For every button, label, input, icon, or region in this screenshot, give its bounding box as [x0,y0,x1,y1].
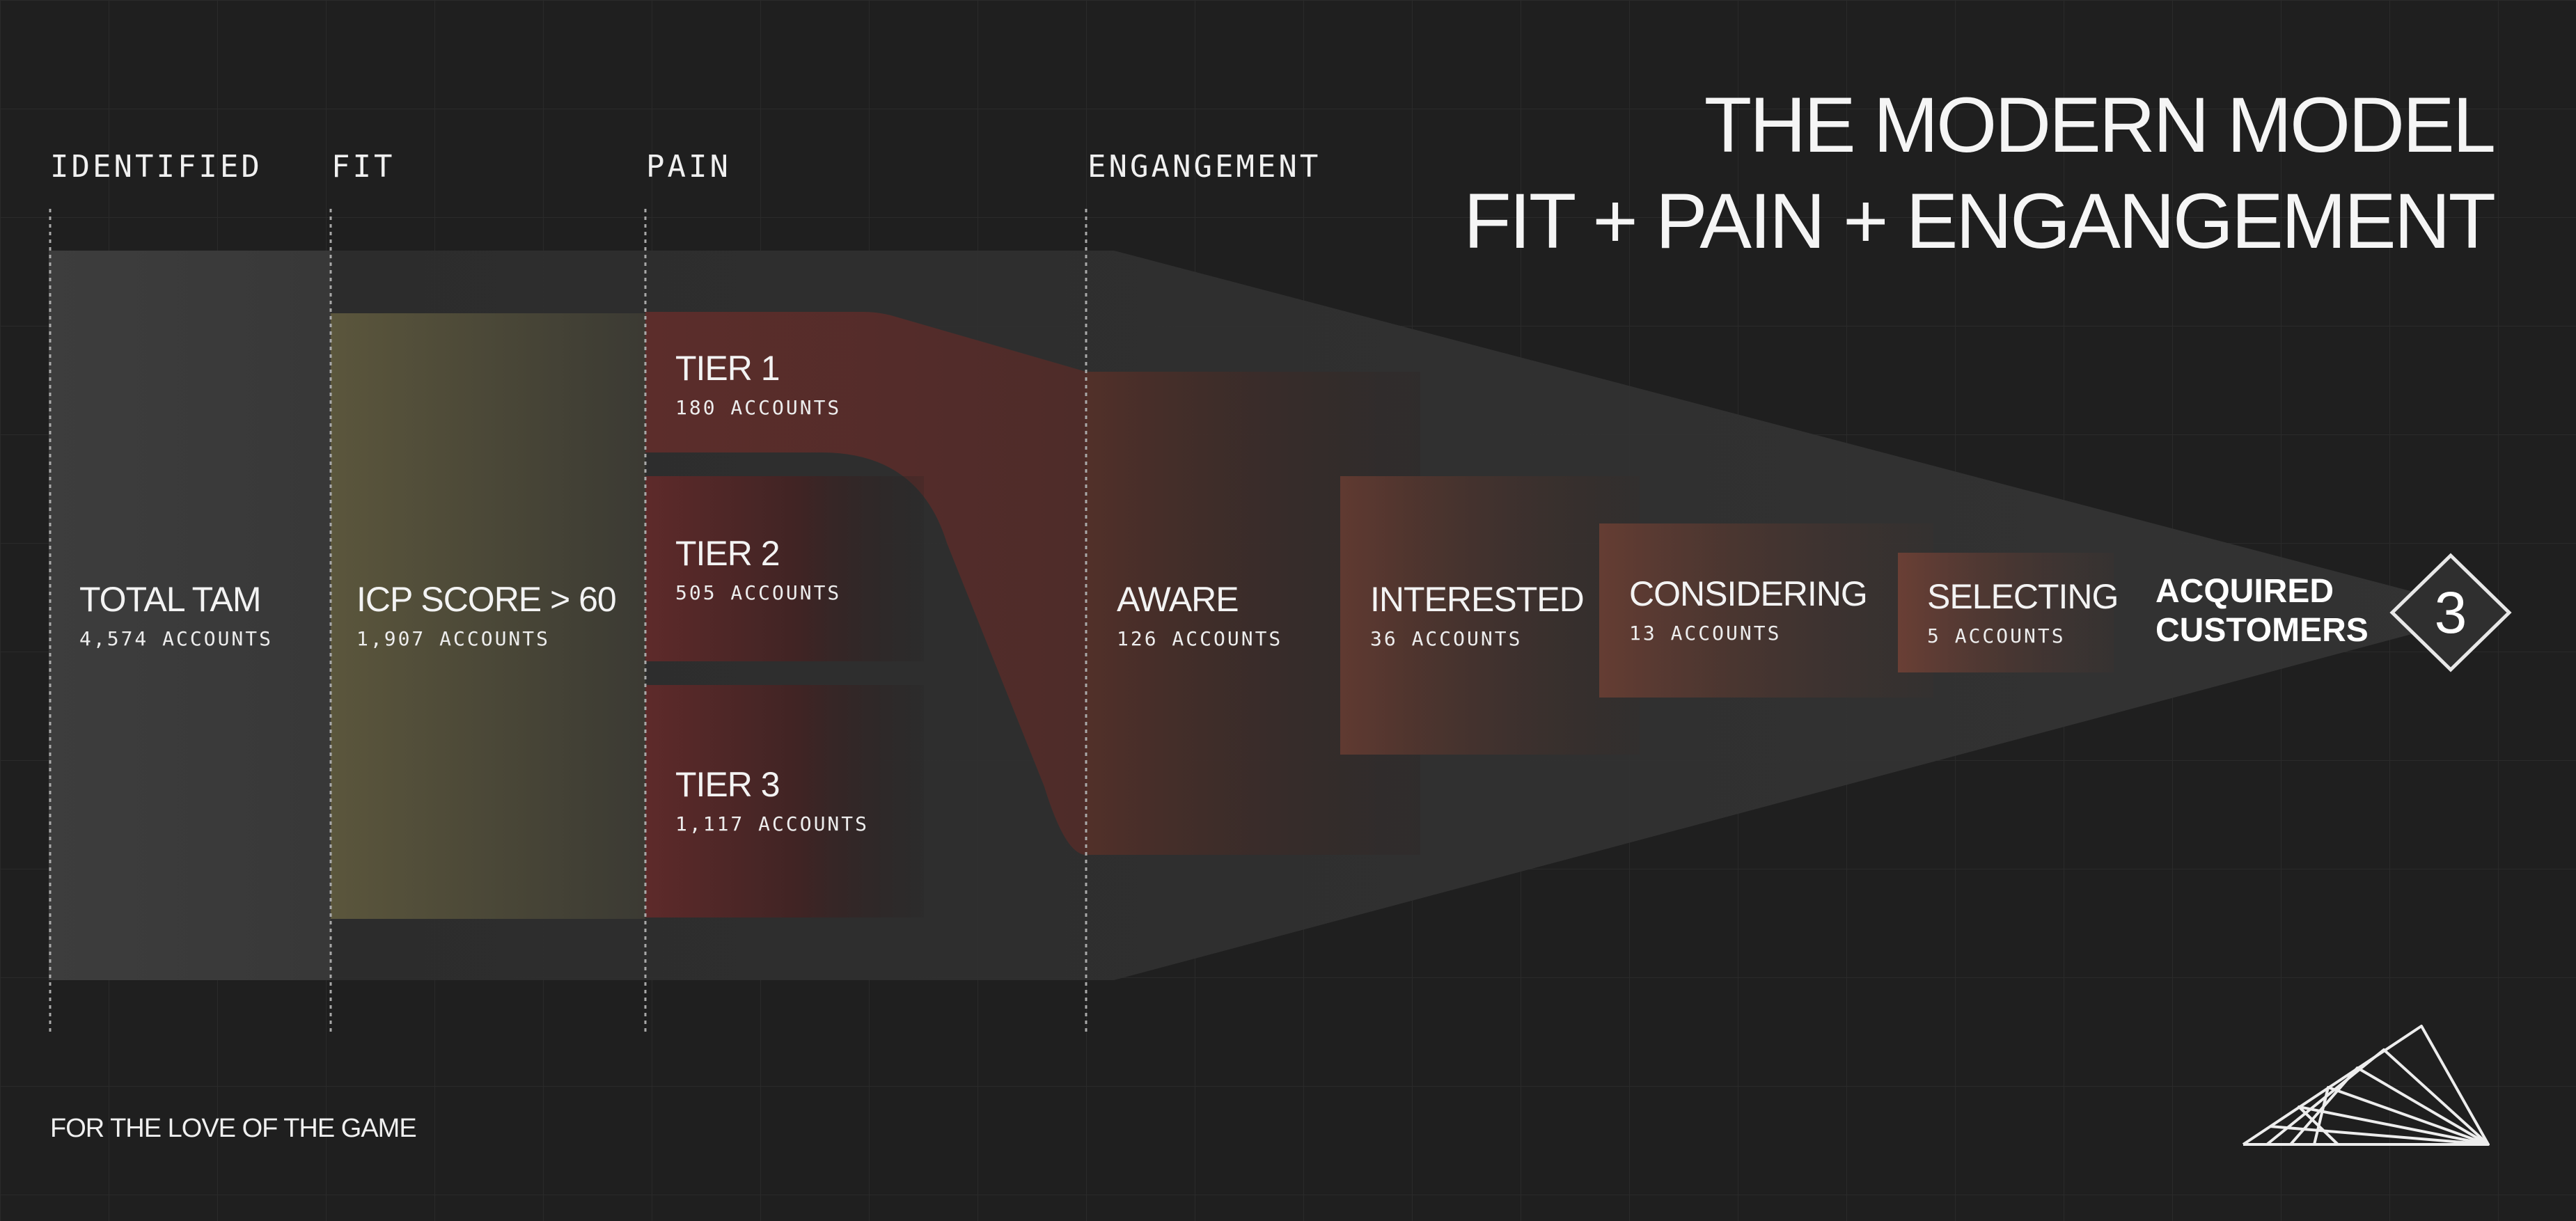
headline-line-1: THE MODERN MODEL [1704,81,2496,168]
diamond-badge-icon [2389,553,2512,672]
stage-label-engagement: ENGANGEMENT [1087,149,1321,184]
selecting-count: 5 ACCOUNTS [1927,624,2066,647]
icp-score-block [331,313,645,919]
tier-3-block [645,685,924,917]
icp-score-label: ICP SCORE > 60 [356,580,617,619]
tier-2-label: TIER 2 [675,534,780,573]
tier-2-block [645,476,924,661]
acquired-count: 3 [2434,580,2467,645]
tier-1-label: TIER 1 [675,349,780,388]
stage-label-pain: PAIN [646,149,731,184]
interested-label: INTERESTED [1370,580,1585,619]
tier-3-count: 1,117 ACCOUNTS [675,812,870,835]
acquired-customers-label: ACQUIRED CUSTOMERS [2155,572,2369,650]
tier-3-label: TIER 3 [675,765,780,804]
tier-1-flow [645,312,1086,855]
aware-count: 126 ACCOUNTS [1117,627,1283,650]
considering-block [1599,523,1933,698]
stage-label-identified: IDENTIFIED [50,149,262,184]
tier-1-count: 180 ACCOUNTS [675,396,842,419]
stage-label-fit: FIT [331,149,395,184]
tagline: FOR THE LOVE OF THE GAME [50,1114,417,1143]
interested-block [1340,476,1640,755]
icp-score-count: 1,907 ACCOUNTS [356,627,551,650]
tier-2-count: 505 ACCOUNTS [675,581,842,604]
selecting-label: SELECTING [1927,577,2119,616]
total-tam-label: TOTAL TAM [79,580,261,619]
considering-count: 13 ACCOUNTS [1629,622,1782,645]
total-tam-block [49,251,331,980]
interested-count: 36 ACCOUNTS [1370,627,1523,650]
headline-line-2: FIT + PAIN + ENGANGEMENT [1463,178,2496,265]
acquired-line-1: ACQUIRED [2155,573,2334,610]
selecting-block [1898,553,2114,672]
mountain-logo-icon [2242,1025,2490,1146]
total-tam-count: 4,574 ACCOUNTS [79,627,274,650]
acquired-line-2: CUSTOMERS [2155,612,2369,649]
considering-label: CONSIDERING [1629,574,1868,613]
aware-label: AWARE [1117,580,1239,619]
